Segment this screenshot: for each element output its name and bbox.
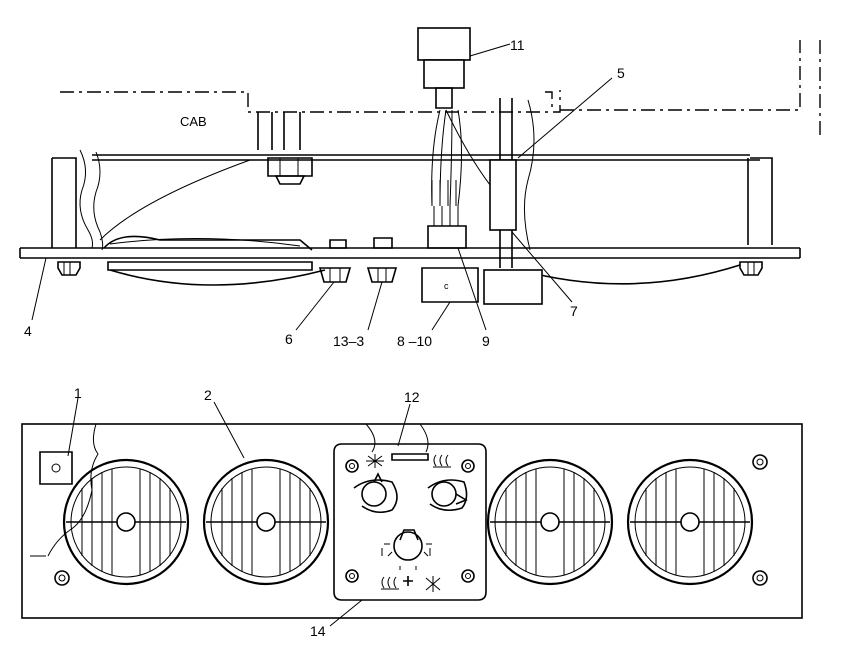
callout-2: 2 bbox=[204, 387, 212, 403]
screw-icon bbox=[752, 454, 768, 470]
screw-icon bbox=[461, 569, 475, 583]
heat-wave-icon bbox=[433, 454, 451, 468]
screw-icon bbox=[739, 261, 763, 276]
screw-icon bbox=[752, 570, 768, 586]
front-view: 1 2 12 14 bbox=[21, 385, 803, 639]
bracket-1 bbox=[39, 451, 73, 485]
component-11 bbox=[417, 27, 471, 109]
fan-blower-icon bbox=[381, 529, 432, 570]
screw-icon bbox=[345, 459, 359, 473]
component-8-10-box: c bbox=[421, 267, 479, 303]
callout-5: 5 bbox=[617, 65, 625, 81]
louver-vent-icon bbox=[486, 458, 614, 586]
callout-6: 6 bbox=[285, 331, 293, 347]
connector-9 bbox=[427, 180, 467, 249]
callout-8-10: 8 –10 bbox=[397, 333, 432, 349]
screw-icon bbox=[345, 569, 359, 583]
screw-icon bbox=[54, 570, 70, 586]
snowflake-icon bbox=[366, 454, 384, 468]
callout-13-3: 13–3 bbox=[333, 333, 364, 349]
side-view: CAB bbox=[19, 27, 821, 349]
callout-14: 14 bbox=[310, 623, 326, 639]
dial-knob-icon bbox=[427, 479, 468, 512]
screw-icon bbox=[461, 459, 475, 473]
callout-4: 4 bbox=[24, 323, 32, 339]
callout-1: 1 bbox=[74, 385, 82, 401]
callout-11: 11 bbox=[510, 37, 525, 53]
dial-knob-icon bbox=[353, 472, 398, 514]
callout-9: 9 bbox=[482, 333, 490, 349]
cab-label: CAB bbox=[180, 114, 207, 129]
callout-12: 12 bbox=[404, 389, 420, 405]
screw-icon bbox=[57, 261, 81, 276]
box-letter: c bbox=[444, 281, 449, 291]
louver-vent-icon bbox=[202, 458, 330, 586]
callout-7: 7 bbox=[570, 303, 578, 319]
component-13 bbox=[366, 237, 398, 283]
plus-icon bbox=[403, 576, 413, 586]
component-6 bbox=[318, 267, 352, 283]
louver-vent-icon bbox=[626, 458, 754, 586]
snowflake-icon bbox=[425, 576, 441, 592]
louver-vent-icon bbox=[62, 458, 190, 586]
heat-wave-icon bbox=[381, 576, 399, 590]
component-5-bracket bbox=[483, 98, 543, 305]
control-panel bbox=[333, 423, 487, 601]
